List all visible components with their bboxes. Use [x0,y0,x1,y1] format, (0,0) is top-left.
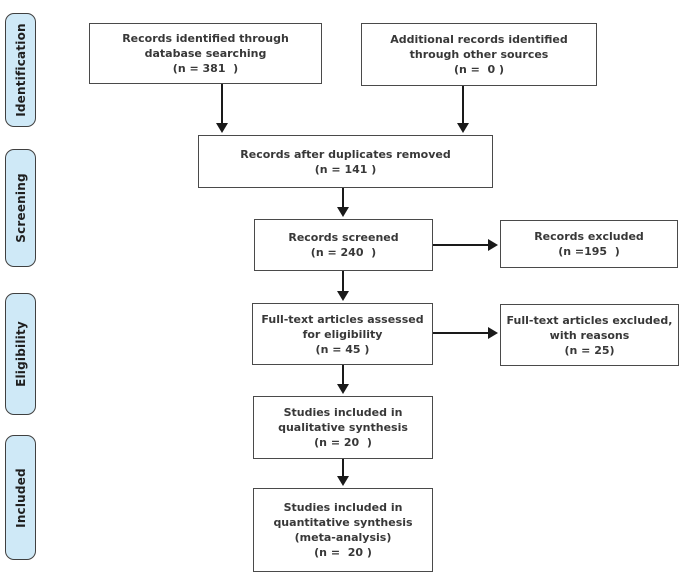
stage-eligibility: Eligibility [5,293,36,415]
box-line: (n = 45 ) [315,342,370,356]
stage-identification-label: Identification [13,23,28,117]
box-line: (n = 141 ) [314,162,377,176]
box-line: (n = 20 ) [314,546,372,559]
box-qualitative-synthesis: Studies included in qualitative synthesi… [253,396,433,459]
arrow-qualitative-to-quantitative [337,459,349,486]
stage-screening: Screening [5,149,36,267]
box-line: (n = 240 ) [310,246,377,259]
arrow-fulltext-to-qualitative [337,365,349,394]
box-fulltext-excluded: Full-text articles excluded, with reason… [500,304,679,366]
box-records-screened: Records screened (n = 240 ) [254,219,433,271]
box-line: (n =195 ) [558,245,620,258]
stage-screening-label: Screening [13,173,28,243]
box-records-identified: Records identified through database sear… [89,23,322,84]
box-line: Full-text articles excluded, [506,313,673,327]
arrow-fulltext-to-excluded [433,327,498,339]
arrow-screened-to-excluded [433,239,498,251]
box-records-excluded: Records excluded (n =195 ) [500,220,678,268]
box-line: Records identified through [122,32,289,45]
box-line: Studies included in [283,501,403,514]
box-line: qualitative synthesis [278,421,408,434]
box-line: through other sources [409,48,549,61]
box-duplicates-removed: Records after duplicates removed (n = 14… [198,135,493,188]
box-line: Additional records identified [390,33,568,46]
box-line: Records after duplicates removed [240,147,451,161]
stage-included-label: Included [13,467,28,528]
box-line: Records excluded [534,230,644,243]
stage-included: Included [5,435,36,560]
arrow-identified-to-duplicates [216,84,228,133]
stage-eligibility-label: Eligibility [13,321,28,387]
box-line: (meta-analysis) [294,531,392,544]
arrow-screened-to-fulltext [337,271,349,301]
box-line: database searching [144,47,267,60]
box-line: quantitative synthesis [273,516,413,529]
box-line: with reasons [549,328,630,342]
stage-identification: Identification [5,13,36,127]
box-line: (n = 0 ) [453,63,505,76]
box-fulltext-assessed: Full-text articles assessed for eligibil… [252,303,433,365]
box-quantitative-synthesis: Studies included in quantitative synthes… [253,488,433,572]
box-line: for eligibility [302,327,383,341]
box-line: (n = 20 ) [314,436,372,449]
arrow-duplicates-to-screened [337,188,349,217]
box-line: Studies included in [283,406,403,419]
box-line: (n = 25) [564,343,615,357]
box-line: Full-text articles assessed [261,312,424,326]
box-line: Records screened [288,231,399,244]
box-line: (n = 381 ) [172,62,239,75]
arrow-additional-to-duplicates [457,86,469,133]
box-additional-records: Additional records identified through ot… [361,23,597,86]
